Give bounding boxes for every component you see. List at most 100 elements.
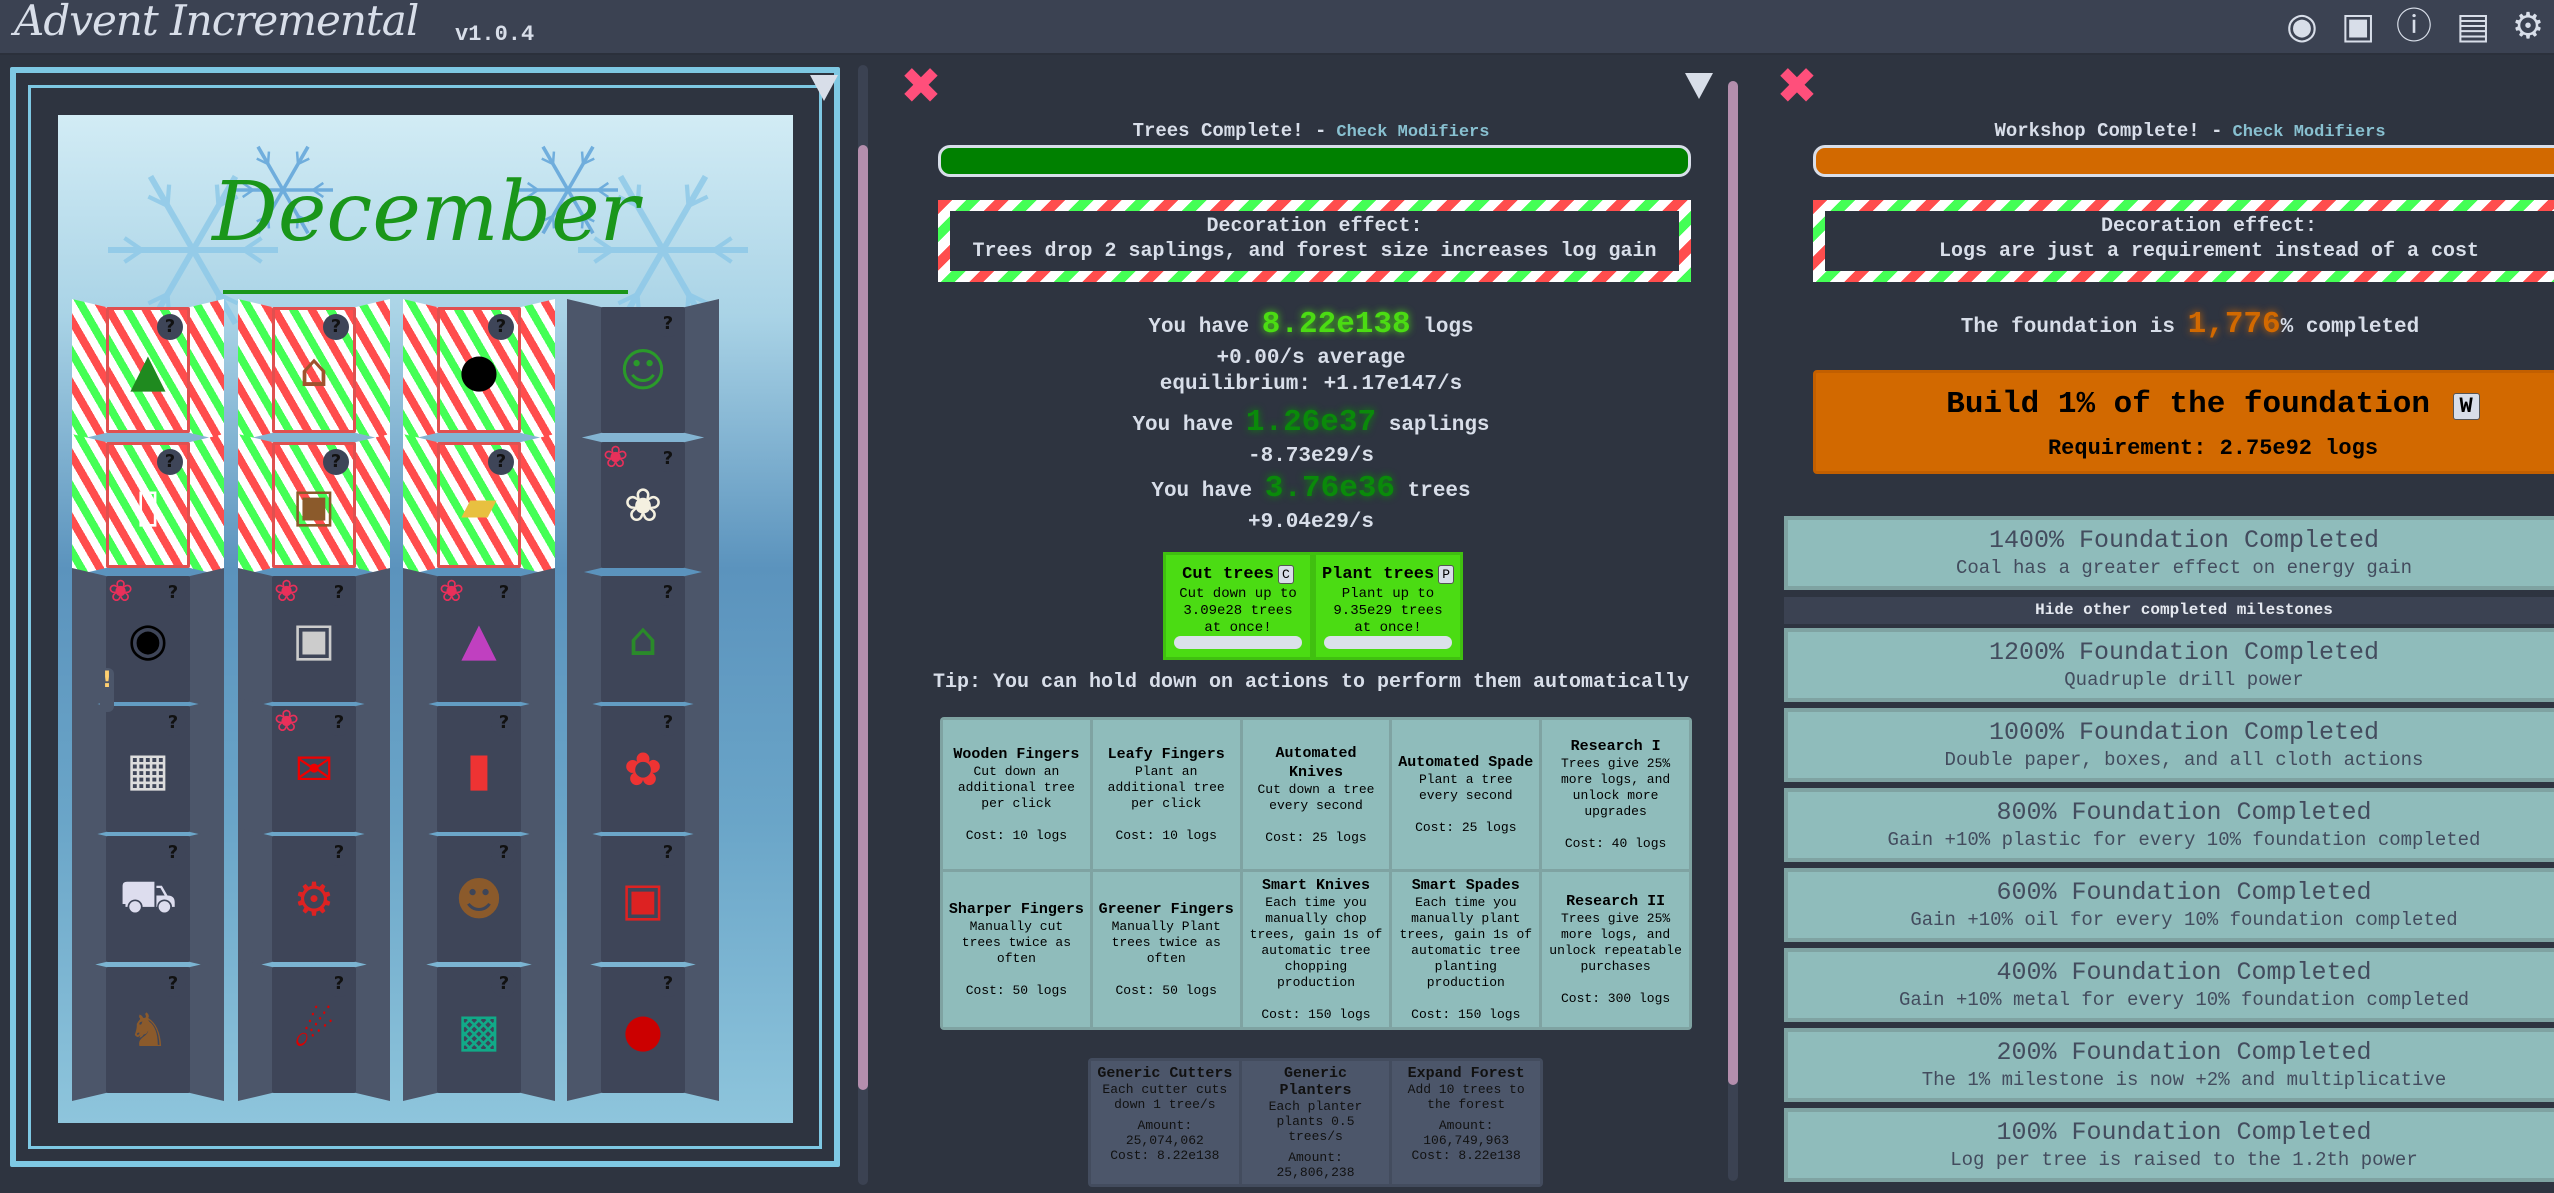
info-question-badge[interactable]: ? (488, 314, 514, 340)
discord-icon[interactable]: ◉ (2286, 6, 2318, 47)
info-question-badge[interactable]: ? (160, 971, 186, 997)
door-flap (354, 698, 390, 840)
saplings-rate: -8.73e29/s (1247, 445, 1375, 468)
calendar-door[interactable]: ▦ ? ! (72, 668, 224, 840)
calendar-door[interactable]: ❀ ❀ ? (567, 434, 719, 576)
info-question-badge[interactable]: ? (491, 710, 517, 736)
settings-icon[interactable]: ⚙ (2511, 6, 2545, 47)
calendar-door[interactable]: ☻ ? (403, 828, 555, 970)
info-question-badge[interactable]: ? (655, 971, 681, 997)
calendar-door[interactable]: ▲ ? (72, 299, 224, 441)
info-question-badge[interactable]: ? (655, 311, 681, 337)
door-flap (683, 959, 719, 1101)
calendar-door[interactable]: ☄ ? (238, 959, 390, 1101)
calendar-door[interactable]: ♞ ? (72, 959, 224, 1101)
info-question-badge[interactable]: ? (655, 710, 681, 736)
amount-label: Amount: (1137, 1118, 1193, 1133)
close-icon[interactable]: ✖ (1776, 57, 1818, 115)
info-question-badge[interactable]: ? (655, 840, 681, 866)
changelog-icon[interactable]: ▤ (2455, 6, 2490, 47)
upgrade-desc: Cut down a tree every second (1257, 781, 1375, 813)
calendar-door[interactable]: ● ? (403, 299, 555, 441)
calendar-door[interactable]: ▯ ? (72, 434, 224, 576)
door-flap (403, 568, 439, 710)
build-foundation-button[interactable]: Build 1% of the foundation W Requirement… (1813, 370, 2554, 474)
collapse-triangle-icon[interactable] (810, 75, 838, 101)
scrollbar[interactable] (858, 65, 868, 1185)
calendar-door[interactable]: ☺ ? (567, 299, 719, 441)
calendar-door[interactable]: ▣ ? (238, 434, 390, 576)
santa-sack-icon: ● (622, 1003, 664, 1057)
info-question-badge[interactable]: ? (326, 710, 352, 736)
info-question-badge[interactable]: ? (326, 840, 352, 866)
info-question-badge[interactable]: ? (655, 446, 681, 472)
info-question-badge[interactable]: ? (488, 449, 514, 475)
scrollbar[interactable] (1728, 81, 1738, 1181)
collapse-triangle-icon[interactable] (1685, 73, 1713, 99)
info-question-badge[interactable]: ? (491, 971, 517, 997)
calendar-door[interactable]: ◉ ❀ ? (72, 568, 224, 710)
milestone-title: 400% Foundation Completed (1996, 958, 2372, 987)
info-question-badge[interactable]: ? (157, 314, 183, 340)
calendar-door[interactable]: ⌂ ? (238, 299, 390, 441)
hotkey-badge: W (2452, 393, 2480, 420)
info-question-badge[interactable]: ? (323, 314, 349, 340)
info-question-badge[interactable]: ? (491, 580, 517, 606)
info-question-badge[interactable]: ? (491, 840, 517, 866)
calendar-door[interactable]: ▣ ? (567, 828, 719, 970)
calendar-door[interactable]: ▮ ? (403, 698, 555, 840)
check-modifiers-link[interactable]: Check Modifiers (2232, 123, 2386, 142)
snowflake-icon (518, 145, 618, 235)
info-question-badge[interactable]: ? (326, 971, 352, 997)
info-question-badge[interactable]: ? (157, 449, 183, 475)
coal-icon: ● (458, 343, 500, 397)
calendar-door[interactable]: ✿ ? (567, 698, 719, 840)
ribbon-bow-icon: ❀ (439, 574, 465, 609)
hide-milestones-toggle[interactable]: Hide other completed milestones (1784, 597, 2554, 624)
upgrade-cost: Cost: 150 logs (1411, 1007, 1521, 1022)
calendar-door[interactable]: ● ? (567, 959, 719, 1101)
calendar-door[interactable]: ▩ ? (403, 959, 555, 1101)
milestone-title: 1200% Foundation Completed (1988, 638, 2380, 667)
info-question-badge[interactable]: ? (326, 580, 352, 606)
info-question-badge[interactable]: ? (160, 840, 186, 866)
calendar-door[interactable]: ⚙ ? (238, 828, 390, 970)
scrollbar-thumb[interactable] (1728, 81, 1738, 1085)
check-modifiers-link[interactable]: Check Modifiers (1336, 123, 1490, 142)
info-question-badge[interactable]: ? (323, 449, 349, 475)
stat-label: The foundation is (1960, 316, 2175, 339)
close-icon[interactable]: ✖ (900, 57, 942, 115)
chat-icon[interactable]: ▣ (2340, 6, 2375, 47)
ribbons-icon: ✿ (623, 742, 663, 796)
calendar-door[interactable]: ▲ ❀ ? (403, 568, 555, 710)
scrollbar-thumb[interactable] (858, 145, 868, 1090)
info-question-badge[interactable]: ? (160, 710, 186, 736)
calendar-door[interactable]: ⛟ ? (72, 828, 224, 970)
calendar-door[interactable]: ▣ ❀ ? (238, 568, 390, 710)
info-icon[interactable]: ⓘ (2395, 6, 2432, 47)
upgrade-cost: Cost: 300 logs (1560, 991, 1671, 1006)
workshop-title: Workshop Complete! -Check Modifiers (1766, 120, 2554, 142)
info-question-badge[interactable]: ? (160, 580, 186, 606)
calendar-door[interactable]: ⌂ ? (567, 568, 719, 710)
calendar-door[interactable]: ✉ ❀ ? (238, 698, 390, 840)
calendar-door[interactable]: ▰ ? (403, 434, 555, 576)
door-flap (72, 698, 108, 840)
info-question-badge[interactable]: ? (655, 580, 681, 606)
door-panel: ▣ ? (601, 836, 685, 962)
